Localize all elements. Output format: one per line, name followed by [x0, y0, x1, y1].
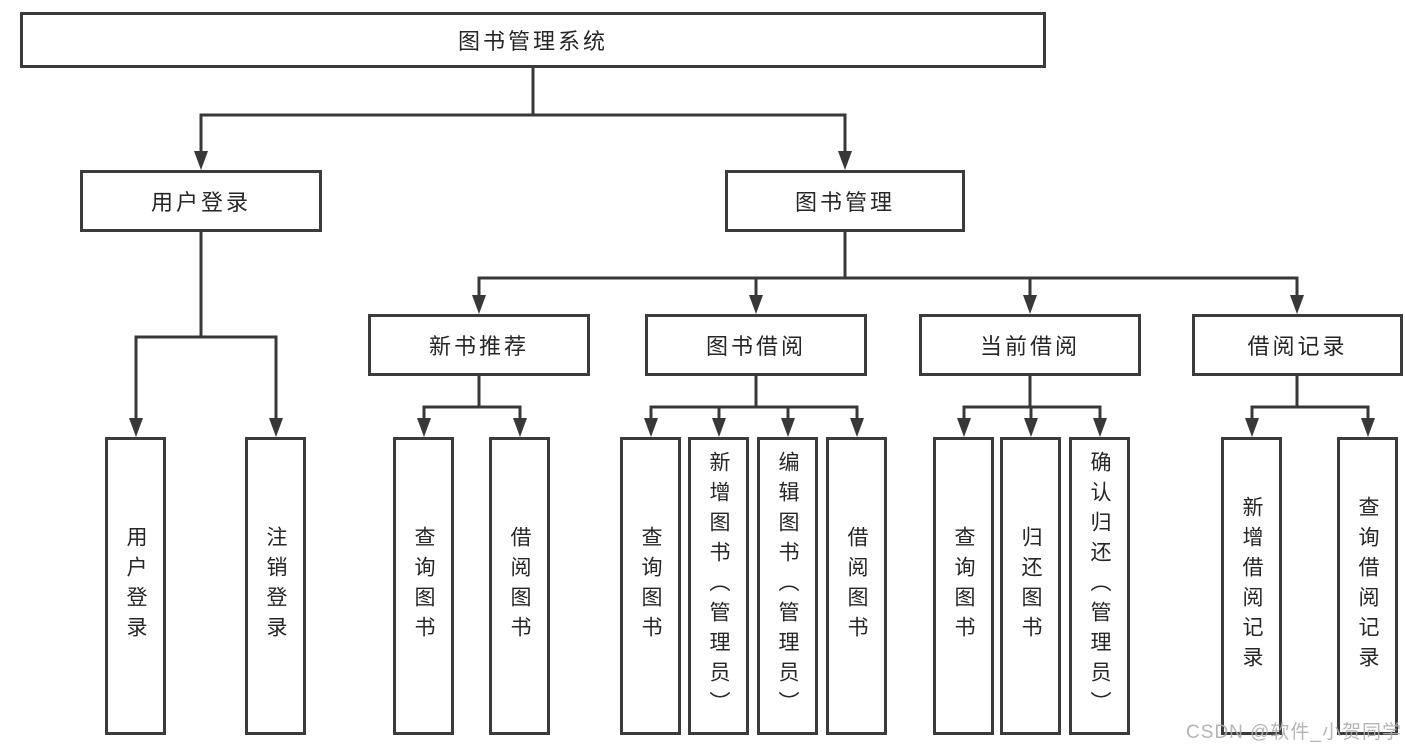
node-book-management: 图书管理: [725, 170, 965, 232]
leaf-logout-login: 注销登录: [245, 437, 306, 735]
leaf-borrow-book: 借阅图书: [489, 437, 550, 735]
arrow-down-icon: [1093, 418, 1107, 437]
arrow-down-icon: [1361, 418, 1375, 437]
leaf-label: 用户登录: [124, 526, 147, 646]
arrow-down-icon: [1245, 418, 1259, 437]
arrow-down-icon: [838, 151, 852, 170]
arrow-down-icon: [472, 295, 486, 314]
leaf-edit-book-admin: 编辑图书（管理员）: [757, 437, 818, 735]
leaf-label: 查询图书: [952, 526, 975, 646]
node-current-borrow: 当前借阅: [919, 314, 1141, 376]
leaf-query-book: 查询图书: [393, 437, 454, 735]
node-borrow-record: 借阅记录: [1192, 314, 1403, 376]
leaf-query-borrow-record: 查询借阅记录: [1337, 437, 1398, 735]
arrow-down-icon: [1024, 418, 1038, 437]
node-new-book-recommend: 新书推荐: [368, 314, 590, 376]
arrow-down-icon: [194, 151, 208, 170]
leaf-add-borrow-record: 新增借阅记录: [1221, 437, 1282, 735]
leaf-return-book: 归还图书: [1000, 437, 1061, 735]
csdn-watermark: CSDN @软件_小贺同学: [1186, 722, 1402, 743]
leaf-label: 归还图书: [1019, 526, 1042, 646]
arrow-down-icon: [644, 418, 658, 437]
edges-book-borrow-to-leaves: [644, 374, 864, 437]
arrow-down-icon: [712, 418, 726, 437]
arrow-down-icon: [957, 418, 971, 437]
leaf-label: 查询图书: [639, 526, 662, 646]
edges-borrow-record-to-leaves: [1245, 374, 1375, 437]
edges-user-login-to-leaves: [129, 230, 283, 437]
node-user-login: 用户登录: [80, 170, 322, 232]
arrow-down-icon: [513, 418, 527, 437]
arrow-down-icon: [269, 418, 283, 437]
edges-new-book-recommend-to-leaves: [417, 374, 527, 437]
arrow-down-icon: [1023, 295, 1037, 314]
arrow-down-icon: [417, 418, 431, 437]
node-root-system: 图书管理系统: [20, 12, 1046, 68]
leaf-label: 编辑图书（管理员）: [776, 451, 799, 721]
leaf-query-book: 查询图书: [933, 437, 994, 735]
arrow-down-icon: [749, 295, 763, 314]
arrow-down-icon: [850, 418, 864, 437]
leaf-query-book: 查询图书: [620, 437, 681, 735]
leaf-label: 借阅图书: [845, 526, 868, 646]
arrow-down-icon: [781, 418, 795, 437]
leaf-confirm-return-admin: 确认归还（管理员）: [1069, 437, 1130, 735]
leaf-user-login: 用户登录: [105, 437, 166, 735]
leaf-label: 查询图书: [412, 526, 435, 646]
edges-book-management-to-level3: [472, 230, 1304, 314]
leaf-label: 查询借阅记录: [1356, 496, 1379, 676]
leaf-borrow-book: 借阅图书: [826, 437, 887, 735]
leaf-label: 注销登录: [264, 526, 287, 646]
node-book-borrow: 图书借阅: [645, 314, 867, 376]
leaf-label: 确认归还（管理员）: [1088, 451, 1111, 721]
leaf-label: 新增图书（管理员）: [707, 451, 730, 721]
arrow-down-icon: [1290, 295, 1304, 314]
leaf-label: 新增借阅记录: [1240, 496, 1263, 676]
leaf-add-book-admin: 新增图书（管理员）: [688, 437, 749, 735]
edges-current-borrow-to-leaves: [957, 374, 1107, 437]
arrow-down-icon: [129, 418, 143, 437]
edges-root-to-level2: [194, 66, 852, 170]
leaf-label: 借阅图书: [508, 526, 531, 646]
